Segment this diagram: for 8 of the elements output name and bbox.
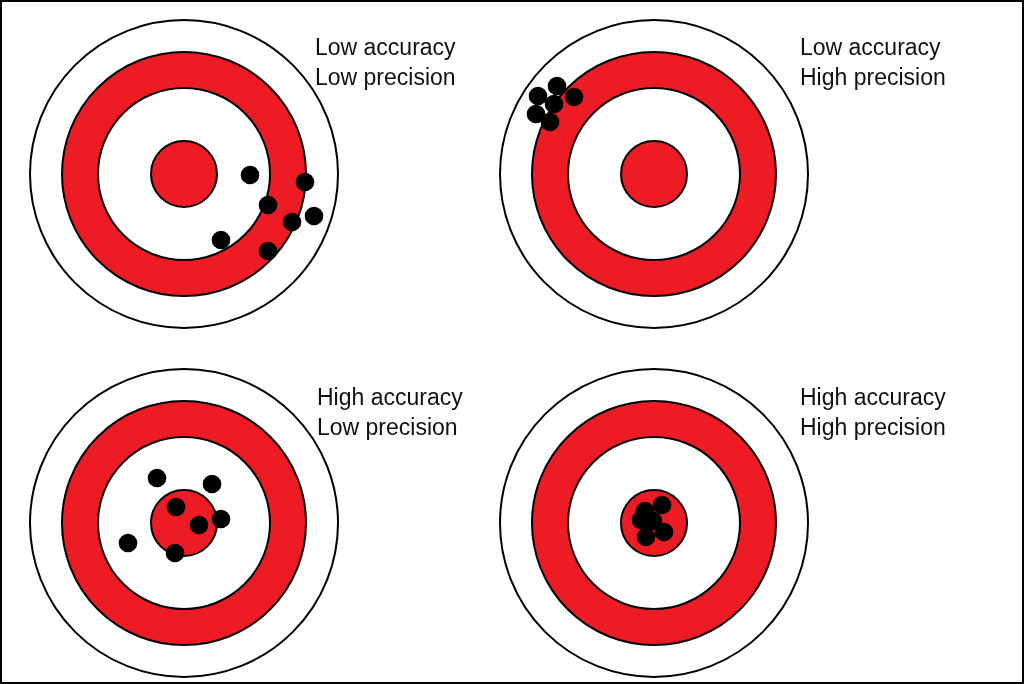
target-caption: High accuracy: [800, 383, 946, 412]
target-caption: High precision: [800, 63, 946, 92]
target-caption: Low precision: [315, 63, 456, 92]
target-caption: Low precision: [317, 413, 458, 442]
target-caption: High precision: [800, 413, 946, 442]
target-caption: High accuracy: [317, 383, 463, 412]
target-caption: Low accuracy: [800, 33, 941, 62]
target-caption: Low accuracy: [315, 33, 456, 62]
